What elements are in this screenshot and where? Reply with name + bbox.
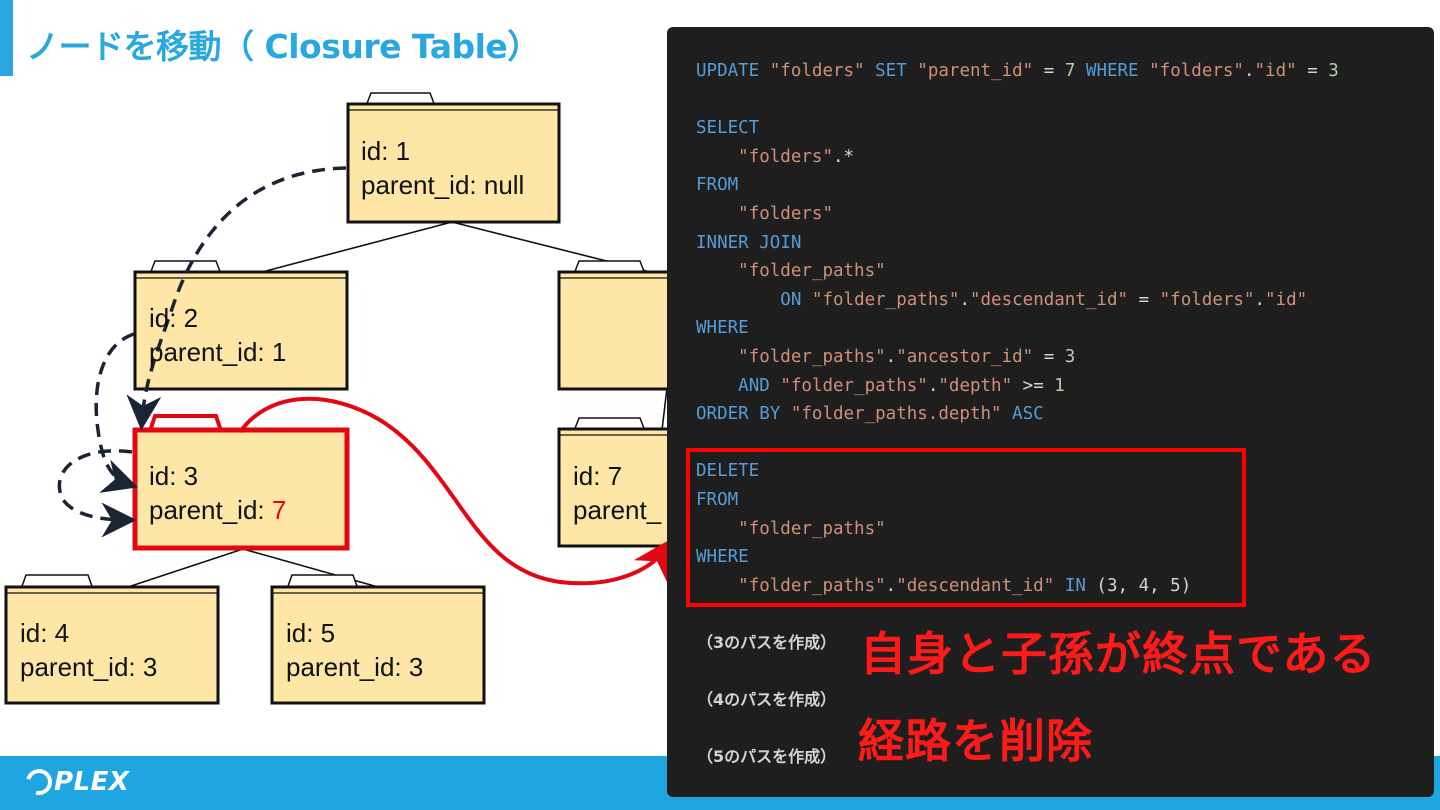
path-note-4: （4のパスを作成） [697, 690, 837, 709]
code-line: "folder_paths" [738, 261, 886, 282]
node-3-id: id: 3 [149, 461, 199, 491]
delete-highlight-box [686, 448, 1246, 607]
path-arrow-from-2 [94, 332, 138, 493]
callout-line-1: 自身と子孫が終点である [860, 627, 1377, 681]
node-4-id: id: 4 [20, 618, 70, 648]
edge-1-2 [261, 221, 453, 273]
node-7-id: id: 7 [573, 461, 623, 491]
path-note-3: （3のパスを作成） [697, 633, 837, 652]
title-accent-bar [0, 0, 13, 76]
logo-text: PLEX [54, 767, 130, 797]
node-2-label: id: 2 parent_id: 1 [149, 301, 286, 369]
closure-path-arrows [57, 166, 347, 538]
node-5-id: id: 5 [286, 618, 336, 648]
code-panel: UPDATE "folders" SET "parent_id" = 7 WHE… [667, 27, 1434, 797]
folder-node-4 [4, 574, 220, 705]
node-5-label: id: 5 parent_id: 3 [286, 616, 423, 684]
folder-node-hidden [557, 260, 681, 391]
node-5-parent: parent_id: 3 [286, 652, 424, 682]
code-line [696, 86, 1339, 115]
node-2-id: id: 2 [149, 303, 199, 333]
node-3-parent-value: 7 [271, 495, 287, 525]
path-arrow-self [57, 449, 137, 538]
folder-node-7 [557, 417, 681, 548]
folder-node-5 [270, 574, 486, 705]
path-note-5: （5のパスを作成） [697, 747, 837, 766]
code-line: FROM [696, 489, 739, 510]
code-line: FROM [696, 175, 739, 196]
code-line: "folder_paths"."descendant_id" IN (3, 4,… [738, 575, 1192, 596]
node-3-parent-key: parent_id: [149, 495, 272, 525]
code-line: AND "folder_paths"."depth" >= 1 [738, 375, 1065, 396]
path-arrow-from-1 [126, 166, 347, 431]
node-1-id: id: 1 [361, 136, 411, 166]
code-line: UPDATE "folders" SET "parent_id" = 7 WHE… [696, 61, 1339, 81]
folder-node-2 [133, 260, 349, 391]
node-7-parent: parent_ [573, 495, 662, 525]
folder-node-3 [132, 414, 350, 551]
node-1-parent: parent_id: null [361, 170, 525, 200]
node-3-label: id: 3 parent_id: 7 [149, 459, 286, 527]
node-2-parent: parent_id: 1 [149, 337, 287, 367]
code-line: "folders" [738, 203, 833, 224]
move-arrow [238, 396, 673, 586]
code-line: DELETE [696, 461, 760, 482]
folder-node-1 [346, 92, 561, 224]
code-line: "folder_paths" [738, 518, 886, 539]
code-line: ON "folder_paths"."descendant_id" = "fol… [780, 289, 1308, 310]
code-line: SELECT [696, 118, 760, 139]
plex-logo: PLEX [21, 764, 130, 800]
code-line: "folder_paths"."ancestor_id" = 3 [738, 346, 1076, 367]
code-line: WHERE [696, 547, 749, 568]
edge-3-4 [127, 548, 244, 588]
code-line: WHERE [696, 318, 749, 339]
edge-7-right [661, 387, 668, 431]
code-line: ORDER BY "folder_paths.depth" ASC [696, 404, 1044, 425]
code-line: INNER JOIN [696, 232, 802, 253]
logo-ring-icon [21, 764, 57, 800]
code-line: "folders".* [738, 146, 855, 167]
node-7-label: id: 7 parent_ [573, 459, 661, 527]
page-title: ノードを移動（ Closure Table） [26, 27, 540, 66]
sql-code-block: UPDATE "folders" SET "parent_id" = 7 WHE… [696, 57, 1339, 600]
node-1-label: id: 1 parent_id: null [361, 134, 524, 202]
node-4-label: id: 4 parent_id: 3 [20, 616, 157, 684]
callout-line-2: 経路を削除 [858, 714, 1093, 768]
node-3-parent: parent_id: 7 [149, 493, 286, 527]
node-4-parent: parent_id: 3 [20, 652, 158, 682]
